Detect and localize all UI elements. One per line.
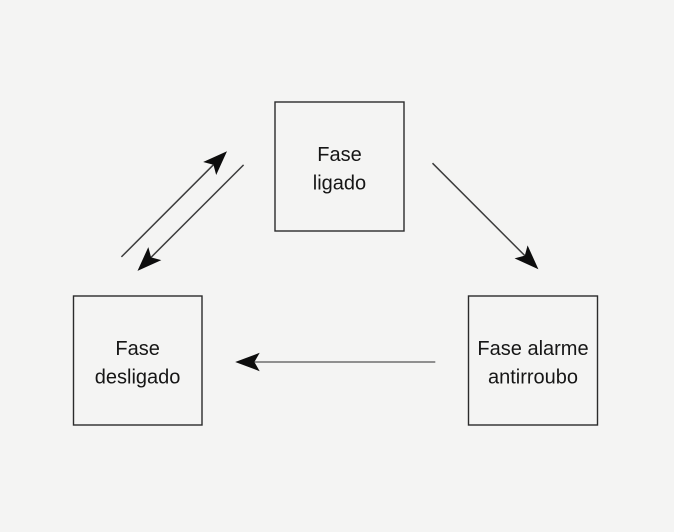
svg-text:Fase alarme: Fase alarme [477, 338, 588, 360]
svg-text:Fase: Fase [317, 144, 361, 166]
svg-text:desligado: desligado [95, 367, 181, 389]
svg-text:Fase: Fase [115, 338, 159, 360]
svg-text:antirroubo: antirroubo [488, 367, 578, 389]
svg-text:ligado: ligado [313, 172, 366, 194]
